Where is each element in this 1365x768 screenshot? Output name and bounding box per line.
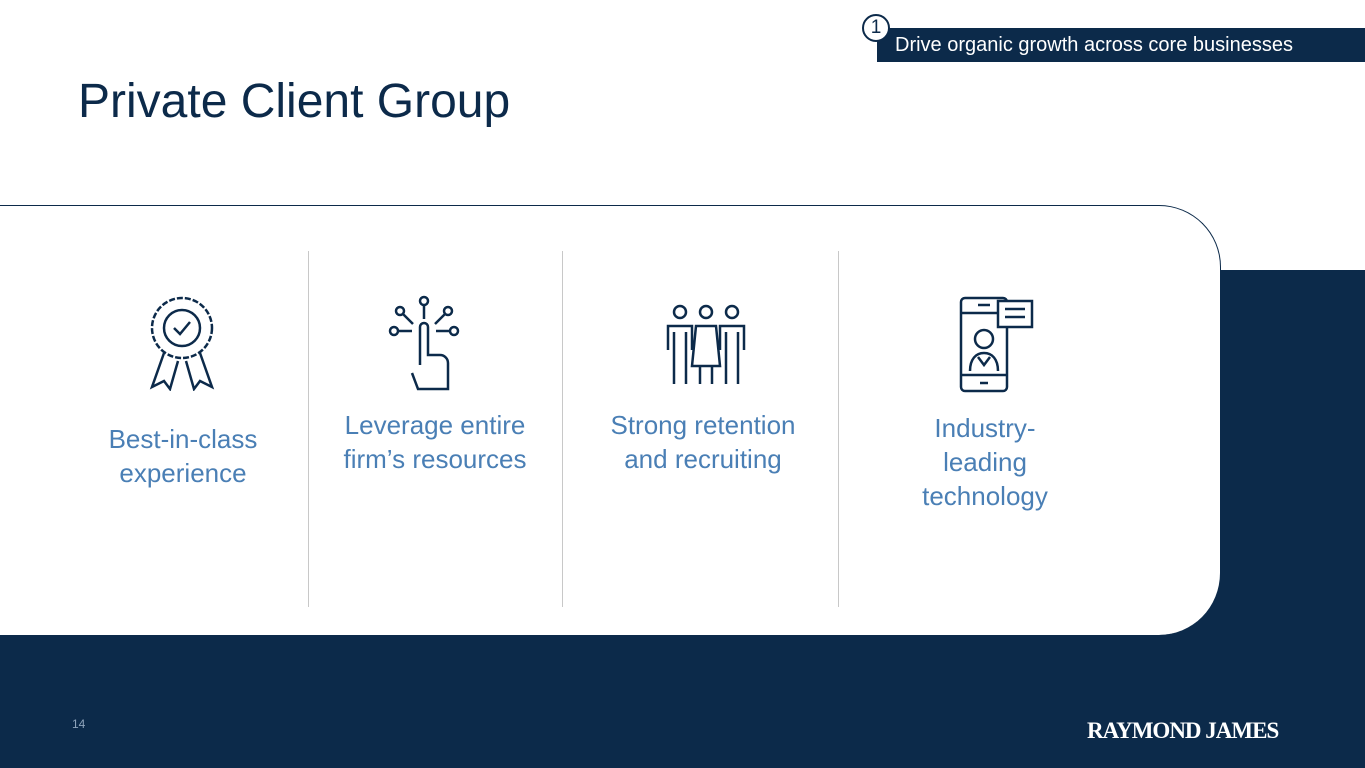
divider [308,251,309,607]
page-number: 14 [72,717,86,731]
pillar-label: Leverage entire firm’s resources [343,410,527,474]
pillar-label: Best-in-class experience [108,424,258,488]
pillar-label: Industry-leading technology [922,413,1048,511]
pillar-label: Strong retention and recruiting [610,410,796,474]
award-ribbon-icon [149,296,215,391]
raymond-james-logo: RAYMOND JAMES [1087,718,1279,743]
touch-network-icon [388,295,460,391]
people-group-icon [666,304,746,384]
pillars-card [0,205,1221,635]
strategy-badge: Drive organic growth across core busines… [877,28,1365,62]
divider [562,251,563,607]
badge-number: 1 [862,14,890,42]
page-title: Private Client Group [78,75,511,128]
divider [838,251,839,607]
mobile-chat-icon [959,296,1034,393]
